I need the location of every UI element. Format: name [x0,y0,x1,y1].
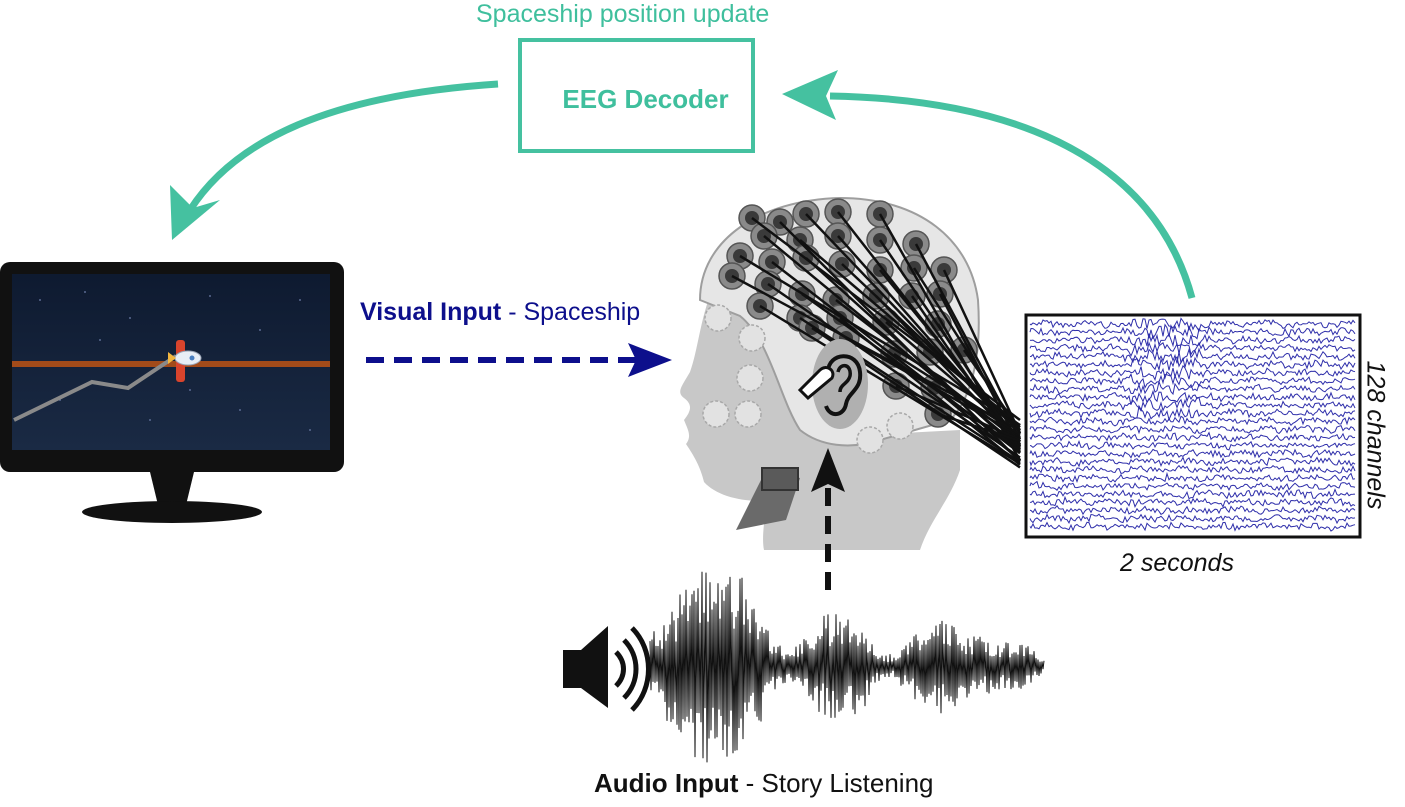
electrode-cable [938,293,1022,448]
eeg-trace [1029,495,1356,508]
eeg-channels-label-wrap: 128 channels [1360,350,1390,520]
chin-strap [736,467,800,530]
earbud-icon [797,366,835,401]
eeg-to-decoder-arrowhead [782,70,838,120]
audio-input-label: Audio Input - Story Listening [594,768,934,799]
audio-waveform [649,571,1045,763]
head-icon [680,196,1022,550]
eeg-channels-label: 128 channels [1361,360,1390,510]
spaceship-icon [168,340,202,382]
face-shape [680,290,830,501]
eeg-trace [1029,355,1356,372]
electrode-cable [845,336,1021,437]
electrode-cable [805,257,1021,453]
eeg-traces [1029,317,1356,532]
eeg-trace [1029,364,1356,382]
ear-icon [797,339,868,429]
eeg-trace [1029,439,1356,451]
eeg-trace [1029,323,1356,340]
eeg-decoder-label: EEG Decoder [562,84,729,114]
electrode-cable [767,282,1021,459]
electrode-cable [839,317,1021,466]
visual-input-title: Visual Input [360,298,502,326]
eeg-trace [1029,448,1356,459]
electrode-cable [895,384,1021,441]
decoder-to-monitor-arrow [187,80,499,212]
electrode-cable [933,387,1021,462]
eeg-plot [1024,313,1362,539]
eeg-trace [1029,333,1356,348]
star-field [39,291,311,431]
audio-input-arrow [811,448,845,590]
monitor-base [82,501,262,523]
electrode-cables [731,211,1022,469]
eeg-trace [1029,347,1356,365]
trajectory-line [13,354,178,422]
eeg-trace [1029,456,1356,468]
eeg-trace [1029,341,1356,357]
eeg-trace [1029,504,1356,516]
electrode-cable [942,269,1022,434]
monitor-neck [150,472,194,505]
eeg-trace [1029,513,1356,525]
electrode-cable [962,349,1022,431]
electrode-cable [937,412,1021,443]
visual-input-detail: - Spaceship [508,298,641,326]
eeg-decoder-box: EEG Decoder [518,38,755,153]
eeg-trace [1029,424,1356,435]
speaker-icon [563,626,651,712]
eeg-duration-label: 2 seconds [1120,549,1234,577]
eeg-to-decoder-arrow [829,92,1196,299]
audio-input-detail: - Story Listening [745,768,934,798]
eeg-trace [1029,397,1356,413]
electrode-cable [929,351,1021,427]
feedback-arrows [170,70,1196,299]
audio-input-title: Audio Input [594,768,739,798]
eeg-trace [1029,380,1356,396]
decoder-to-monitor-arrowhead [170,185,220,240]
eeg-trace [1029,317,1356,333]
eeg-trace [1029,389,1356,405]
eeg-trace [1029,521,1356,532]
visual-input-arrow [366,343,672,377]
cap-gel-pads [702,304,914,454]
electrode-cable [885,321,1021,439]
electrode-cable [893,352,1021,436]
visual-input-label: Visual Input - Spaceship [360,298,640,327]
eeg-trace [1029,471,1356,484]
eeg-trace [1029,415,1356,427]
eeg-trace [1029,404,1356,422]
eeg-trace [1029,480,1356,492]
eeg-trace [1029,488,1356,500]
eeg-trace [1029,431,1356,443]
eeg-trace [1029,464,1356,475]
monitor-icon [0,262,344,523]
position-update-label: Spaceship position update [476,0,770,28]
